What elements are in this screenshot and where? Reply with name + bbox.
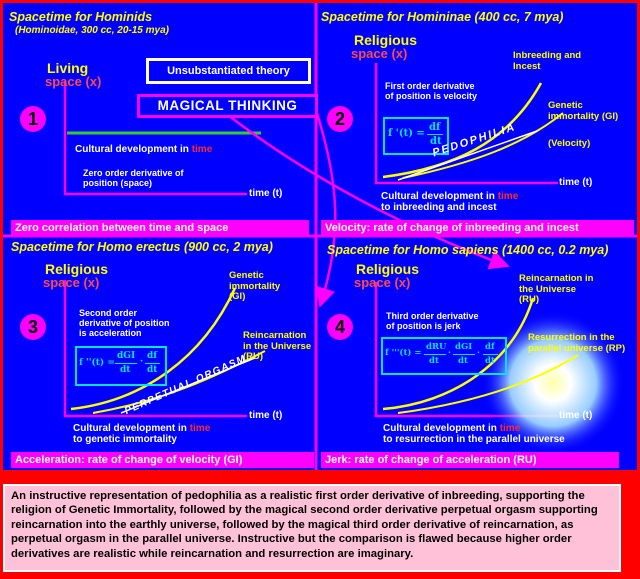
panel-1-y-top: Living <box>47 60 89 76</box>
curve-genetic-immortality-3 <box>70 287 237 411</box>
panel-4-derivative-note: Third order derivative of position is je… <box>386 311 479 331</box>
panel-2-cultural-line2: to inbreeding and incest <box>381 202 497 213</box>
diagram-canvas: Spacetime for Hominids (Hominoidae, 300 … <box>3 3 637 470</box>
panel-1-y-label: space (x) <box>45 74 102 89</box>
panel-2-y-label: space (x) <box>351 46 408 61</box>
panel-3-cultural-time: time <box>189 423 211 434</box>
panel-4-y-label: space (x) <box>354 275 411 290</box>
curve-reincarnation-4 <box>382 297 535 411</box>
panel-2-cultural-label: Cultural development in <box>381 191 495 202</box>
panel-1-cultural: Cultural development in time <box>75 144 212 155</box>
panel-2-cultural: Cultural development in time to inbreedi… <box>381 191 518 213</box>
panel-4-formula-lhs: f '''(t) = <box>385 348 422 358</box>
panel-3-band: Acceleration: rate of change of velocity… <box>11 452 314 468</box>
panel-3-derivative-note: Second order derivative of position is a… <box>79 308 170 338</box>
panel-3-formula-num1: dGI <box>117 351 136 361</box>
panel-2-curve-label-1: Inbreeding and Incest <box>513 50 582 72</box>
panel-2-x-label: time (t) <box>559 177 593 188</box>
axes-panel-2 <box>374 63 558 185</box>
axes-panel-1 <box>63 81 247 196</box>
curve-resurrection-4 <box>397 354 579 414</box>
panel-3-formula: f ''(t) = dGI dt · df dt <box>75 346 167 386</box>
magical-thinking-box: MAGICAL THINKING <box>137 94 318 118</box>
unsubstantiated-theory-box: Unsubstantiated theory <box>146 58 311 84</box>
axes-panel-3 <box>63 280 247 418</box>
panel-4-curve-label-2: Resurrection in the parallel universe (R… <box>528 332 626 354</box>
caption-text: An instructive representation of pedophi… <box>3 484 621 572</box>
panel-3-formula-lhs: f ''(t) = <box>79 358 115 368</box>
panel-4-formula-num2: dGI <box>455 342 473 352</box>
panel-4-cultural-line2: to resurrection in the parallel universe <box>383 434 565 445</box>
panel-4-cultural-time: time <box>499 423 521 434</box>
panel-3-curve-label-1: Genetic immortality (GI) <box>229 270 281 302</box>
panel-4-title: Spacetime for Homo sapiens (1400 cc, 0.2… <box>327 243 609 257</box>
panel-3-title: Spacetime for Homo erectus (900 cc, 2 my… <box>11 240 273 254</box>
panel-2-formula-num: df <box>429 122 441 133</box>
panel-4-formula-den3: dt <box>485 356 495 366</box>
panel-2-number: 2 <box>327 106 353 132</box>
panel-4-cultural: Cultural development in time to resurrec… <box>383 423 565 445</box>
panel-2-curve-label-3: (Velocity) <box>548 138 591 149</box>
panel-4-formula-den2: dt <box>458 356 468 366</box>
panel-4-band: Jerk: rate of change of acceleration (RU… <box>321 452 619 468</box>
panel-3-cultural-label: Cultural development in <box>73 423 187 434</box>
panel-4-formula-den1: dt <box>429 356 439 366</box>
panel-2-derivative-note: First order derivative of position is ve… <box>385 81 478 101</box>
panel-4-x-label: time (t) <box>559 410 593 421</box>
panel-4-formula: f '''(t) = dRU dt · dGI dt · df dt <box>381 337 507 375</box>
panel-1-cultural-time: time <box>191 144 213 155</box>
panel-3-formula-num2: df <box>147 351 158 361</box>
panel-4-curve-label-1: Reincarnation in the Universe (RU) <box>519 273 594 305</box>
panel-1-derivative-note: Zero order derivative of position (space… <box>83 168 184 188</box>
panel-3-number: 3 <box>20 314 46 340</box>
panel-3-curve-label-2: Reincarnation in the Universe (RU) <box>243 330 312 362</box>
panel-2-title: Spacetime for Homininae (400 cc, 7 mya) <box>321 10 564 24</box>
arrow-to-panel-4 <box>227 114 510 270</box>
panel-3-cultural: Cultural development in time to genetic … <box>73 423 210 445</box>
panel-4-cultural-label: Cultural development in <box>383 423 497 434</box>
curve-inbreeding <box>382 82 543 179</box>
panel-3-formula-den1: dt <box>120 365 131 375</box>
panel-2-cultural-time: time <box>497 191 519 202</box>
diagram-graphics <box>3 3 637 470</box>
panel-3-cultural-line2: to genetic immortality <box>73 434 177 445</box>
panel-2-y-top: Religious <box>354 32 418 48</box>
curve-reincarnation-3 <box>92 350 266 414</box>
panel-3-y-label: space (x) <box>43 275 100 290</box>
arrow-to-panel-3 <box>315 112 337 308</box>
panel-1-subtitle: (Hominoidae, 300 cc, 20-15 mya) <box>15 25 169 36</box>
light-burst <box>481 311 625 455</box>
panel-2-curve-label-2: Genetic immortality (GI) <box>548 100 619 122</box>
panel-4-y-top: Religious <box>356 261 420 277</box>
curve-genetic-immortality <box>402 112 564 179</box>
panel-4-number: 4 <box>327 314 353 340</box>
panel-2-formula-lhs: f '(t) = <box>388 128 425 139</box>
panel-2-band: Velocity: rate of change of inbreeding a… <box>321 220 634 236</box>
panel-2-formula: f '(t) = df dt <box>383 117 449 155</box>
panel-4-formula-num1: dRU <box>426 342 447 352</box>
panel-3-x-label: time (t) <box>249 410 283 421</box>
panel-1-number: 1 <box>20 106 46 132</box>
panel-2-formula-den: dt <box>430 136 442 147</box>
panel-4-formula-num3: df <box>485 342 495 352</box>
panel-1-cultural-label: Cultural development in <box>75 144 189 155</box>
panel-1-x-label: time (t) <box>249 188 283 199</box>
panel-3-formula-den2: dt <box>147 365 158 375</box>
panel-1-title: Spacetime for Hominids <box>9 10 153 24</box>
panel-3-y-top: Religious <box>45 261 109 277</box>
panel-1-band: Zero correlation between time and space <box>11 220 309 236</box>
